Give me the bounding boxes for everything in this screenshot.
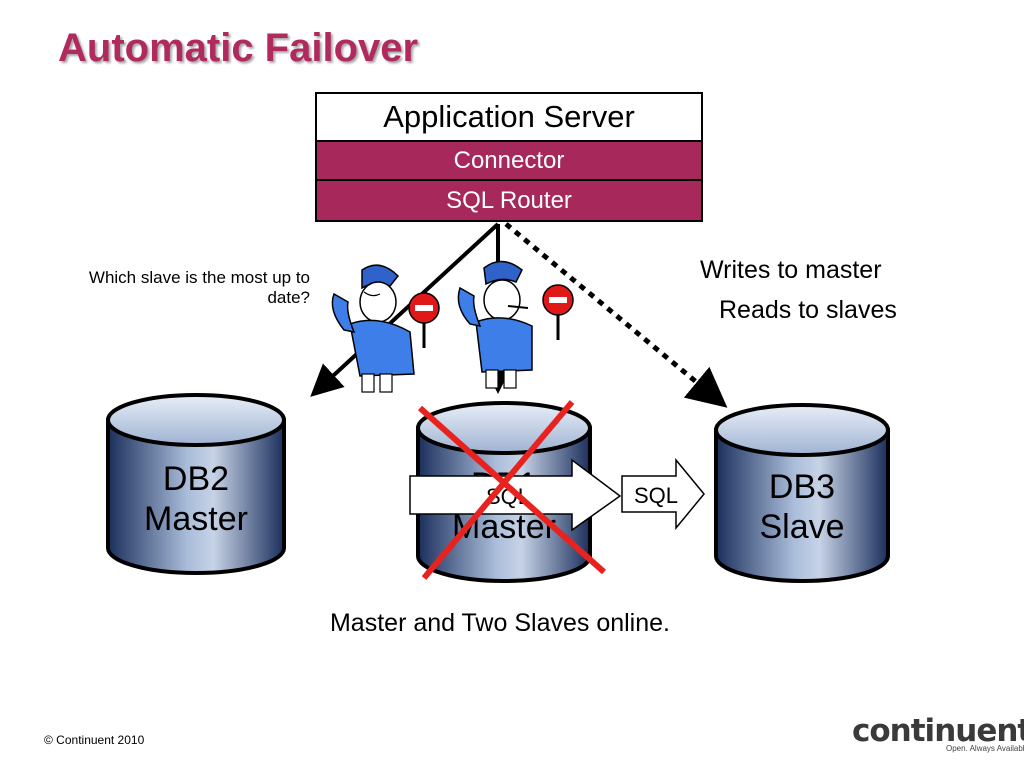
sql-arrow-right: SQL: [621, 457, 705, 531]
db2-master-cylinder: DB2 Master: [106, 393, 286, 575]
logo-tagline: Open. Always Available.: [946, 744, 1024, 753]
application-server-box: Application Server: [317, 94, 701, 142]
caption-text: Master and Two Slaves online.: [329, 609, 670, 637]
question-note: Which slave is the most up to date?: [88, 268, 310, 307]
db3-slave-cylinder: DB3 Slave: [714, 403, 890, 583]
page-title: Automatic Failover: [58, 26, 419, 70]
continuent-logo: continuent Open. Always Available.: [852, 713, 1024, 754]
application-stack: Application Server Connector SQL Router: [315, 92, 703, 222]
caption: Master and Two Slaves online.: [0, 609, 1000, 638]
db3-name: DB3: [769, 468, 835, 506]
logo-wordmark: continuent: [852, 713, 1024, 749]
failure-cross-icon: [418, 400, 606, 580]
policeman-icon: [331, 264, 440, 393]
link-to-db3: [504, 222, 728, 408]
sql-router-band: SQL Router: [317, 181, 701, 220]
db2-role: Master: [144, 500, 248, 538]
db3-role: Slave: [759, 508, 844, 546]
copyright-text: © Continuent 2010: [44, 733, 145, 747]
policeman-icon: [457, 260, 574, 389]
writes-note: Writes to master: [700, 256, 882, 284]
db2-name: DB2: [163, 460, 229, 498]
sql-arrow-right-label: SQL: [634, 483, 678, 508]
reads-note: Reads to slaves: [719, 296, 897, 324]
connector-band: Connector: [317, 142, 701, 181]
